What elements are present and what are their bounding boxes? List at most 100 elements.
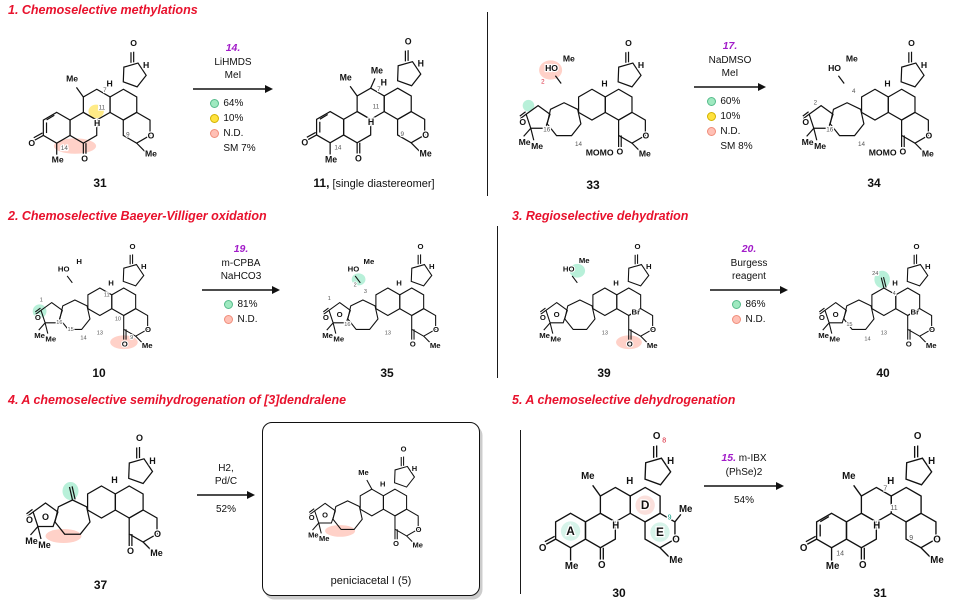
svg-text:O: O <box>81 153 88 163</box>
svg-text:O: O <box>323 313 329 322</box>
svg-text:HO: HO <box>545 63 558 73</box>
svg-text:Me: Me <box>430 341 441 350</box>
svg-text:14: 14 <box>858 141 865 148</box>
reaction-6: 15. m-IBX (PhSe)2 54% <box>700 452 788 507</box>
svg-text:H: H <box>418 59 424 69</box>
svg-text:O: O <box>309 513 315 522</box>
svg-text:O: O <box>127 546 134 556</box>
svg-text:O: O <box>642 130 649 140</box>
compound-label-40: 40 <box>876 366 890 380</box>
yield-value: 10% <box>223 112 244 124</box>
reagent-lihmds: LiHMDS <box>214 56 252 68</box>
yield-dot-pink-icon <box>224 314 234 324</box>
svg-text:Me: Me <box>66 74 78 84</box>
step-number-14: 14. <box>225 42 241 54</box>
reagent-h2: H2, <box>218 463 234 474</box>
svg-text:O: O <box>422 130 429 140</box>
svg-text:Me: Me <box>319 534 329 543</box>
svg-text:MOMO: MOMO <box>869 148 897 158</box>
svg-text:9: 9 <box>130 335 133 341</box>
svg-text:H: H <box>412 464 417 473</box>
svg-text:16: 16 <box>344 322 350 328</box>
section-3-title: 3. Regioselective dehydration <box>512 209 689 223</box>
svg-text:O: O <box>819 313 825 322</box>
svg-text:O: O <box>136 433 143 443</box>
svg-text:H: H <box>921 60 927 70</box>
compound-label-31: 31 <box>93 176 107 190</box>
svg-text:Me: Me <box>922 149 934 159</box>
svg-text:O: O <box>148 130 155 140</box>
svg-text:Me: Me <box>413 541 423 550</box>
svg-text:15: 15 <box>67 327 73 333</box>
svg-text:15: 15 <box>846 322 852 328</box>
svg-text:O: O <box>933 534 941 545</box>
svg-text:H: H <box>928 456 935 467</box>
svg-text:24: 24 <box>872 271 878 277</box>
compound-label-33: 33 <box>586 178 600 192</box>
svg-text:16: 16 <box>543 127 550 134</box>
svg-text:13: 13 <box>602 330 608 336</box>
svg-text:2: 2 <box>354 282 357 288</box>
svg-text:MOMO: MOMO <box>586 148 614 158</box>
divider-row2 <box>497 226 499 378</box>
svg-text:Me: Me <box>38 540 51 550</box>
svg-text:Me: Me <box>52 154 64 164</box>
reagent-mei: MeI <box>721 67 739 79</box>
svg-text:7: 7 <box>377 86 381 93</box>
svg-text:9: 9 <box>909 535 913 542</box>
svg-text:2: 2 <box>541 78 545 85</box>
svg-text:O: O <box>625 38 632 48</box>
svg-text:O: O <box>653 431 661 442</box>
section-4-title: 4. A chemoselective semihydrogenation of… <box>8 393 347 407</box>
svg-text:9: 9 <box>668 515 672 522</box>
svg-text:H: H <box>380 480 385 489</box>
svg-text:Me: Me <box>539 331 550 340</box>
svg-text:HO: HO <box>58 265 70 274</box>
svg-text:Me: Me <box>519 137 531 147</box>
compound-label-31-product: 31 <box>873 586 887 600</box>
svg-text:14: 14 <box>61 145 68 152</box>
svg-text:O: O <box>908 38 915 48</box>
svg-text:Me: Me <box>581 471 595 482</box>
svg-text:O: O <box>355 153 362 163</box>
svg-text:13: 13 <box>385 330 391 336</box>
compound-label-39: 39 <box>597 366 611 380</box>
arrow-icon <box>694 82 766 91</box>
step-number-17: 17. <box>722 40 738 52</box>
svg-text:H: H <box>887 476 894 487</box>
svg-text:Me: Me <box>842 471 856 482</box>
svg-text:14: 14 <box>334 145 342 152</box>
yield-dot-green-icon <box>707 96 717 106</box>
reaction-4: 20. Burgess reagent 86% N.D. <box>706 243 792 326</box>
reaction-5: H2, Pd/C 52% <box>194 462 258 516</box>
yield-dot-green-icon <box>732 299 742 309</box>
svg-text:14: 14 <box>864 336 870 342</box>
svg-text:H: H <box>612 520 619 531</box>
svg-text:Me: Me <box>679 504 693 515</box>
yield-value: 54% <box>733 494 754 506</box>
svg-text:Me: Me <box>802 137 814 147</box>
svg-text:Me: Me <box>814 141 826 151</box>
sm-note: SM 8% <box>720 140 753 152</box>
svg-text:Me: Me <box>333 334 344 343</box>
svg-text:O: O <box>145 325 151 334</box>
svg-text:O: O <box>410 340 416 349</box>
svg-text:14: 14 <box>836 550 844 557</box>
svg-text:O: O <box>433 325 439 334</box>
svg-text:7: 7 <box>103 87 107 94</box>
svg-text:O: O <box>301 138 308 148</box>
yield-value: 81% <box>237 298 258 310</box>
svg-text:Me: Me <box>647 341 658 350</box>
svg-text:Me: Me <box>364 257 375 266</box>
svg-text:Me: Me <box>579 256 590 265</box>
svg-text:O: O <box>130 242 136 251</box>
svg-text:9: 9 <box>126 131 130 138</box>
reagent-mcpba: m-CPBA <box>221 257 261 269</box>
yield-dot-green-icon <box>210 98 220 108</box>
